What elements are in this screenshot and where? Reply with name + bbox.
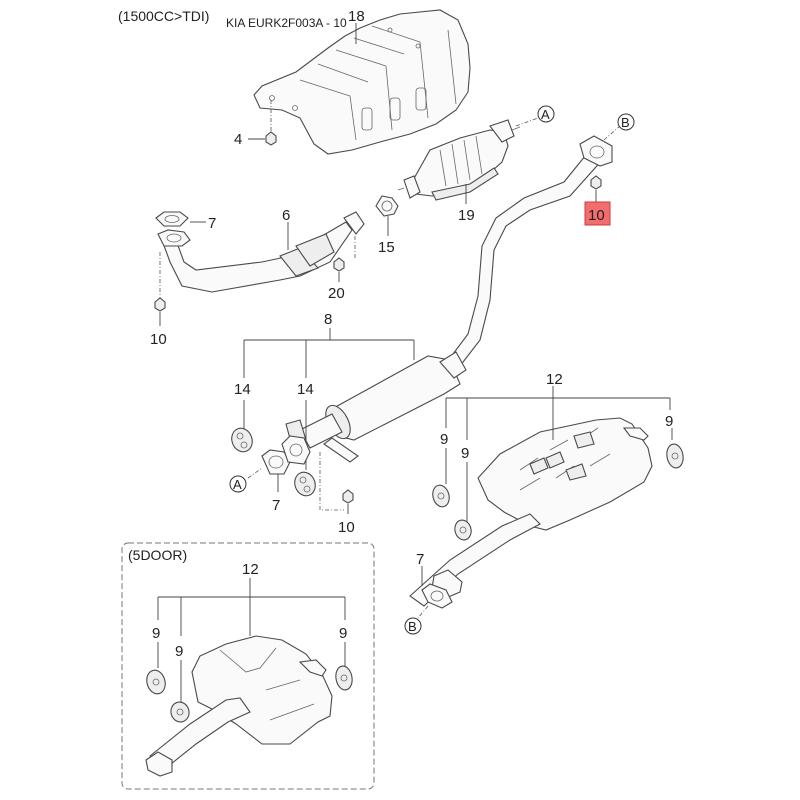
ref-b-rear[interactable]: B	[408, 619, 417, 634]
callout-7-center[interactable]: 7	[272, 497, 280, 514]
hanger-9-rear-a[interactable]	[430, 483, 451, 508]
inset-bracket	[157, 578, 346, 702]
diagram-code: KIA EURK2F003A - 10	[226, 16, 347, 30]
variant-label: (1500CC>TDI)	[118, 8, 209, 24]
nut-4[interactable]	[265, 131, 277, 146]
ref-a-center[interactable]: A	[233, 477, 242, 492]
callout-9-rear-a[interactable]: 9	[440, 431, 448, 448]
dash-10-center	[319, 452, 344, 511]
inset-frame-5door	[121, 542, 375, 790]
inset-label: (5DOOR)	[128, 547, 187, 563]
ref-b-top[interactable]: B	[621, 115, 630, 130]
inset-hanger-9-a[interactable]	[144, 668, 168, 696]
callout-19[interactable]: 19	[458, 207, 475, 224]
gasket-7-front[interactable]	[155, 211, 189, 227]
callout-10-highlighted[interactable]: 10	[588, 207, 605, 224]
callout-7-front[interactable]: 7	[208, 215, 216, 232]
inset-muffler[interactable]	[145, 635, 333, 777]
callout-15[interactable]: 15	[378, 239, 395, 256]
gasket-15[interactable]	[375, 195, 399, 217]
highlight-box	[584, 201, 611, 226]
dash-a-top	[515, 117, 539, 127]
inset-callout-9-b[interactable]: 9	[175, 643, 183, 660]
callout-10-left[interactable]: 10	[150, 331, 167, 348]
hanger-14-b[interactable]	[291, 469, 318, 498]
hanger-9-rear-c[interactable]	[665, 443, 685, 469]
inset-callout-12[interactable]: 12	[242, 561, 259, 578]
callout-12[interactable]: 12	[546, 371, 563, 388]
gasket-7-rear[interactable]	[421, 583, 453, 609]
dash-b-top	[603, 125, 621, 141]
catalytic-converter[interactable]	[397, 119, 521, 201]
callout-9-rear-b[interactable]: 9	[461, 445, 469, 462]
gasket-7-center[interactable]	[261, 449, 291, 475]
ref-a-center-circle	[229, 475, 247, 493]
nut-10-highlighted[interactable]	[590, 175, 602, 190]
intermediate-pipe[interactable]	[449, 135, 613, 367]
dash-b-rear	[417, 605, 429, 619]
inset-callout-9-c[interactable]: 9	[339, 625, 347, 642]
front-pipe[interactable]	[157, 211, 365, 293]
ref-b-rear-circle	[404, 617, 422, 635]
bracket-rear	[445, 386, 673, 522]
inset-callout-9-a[interactable]: 9	[152, 625, 160, 642]
inset-hanger-9-c[interactable]	[334, 665, 354, 691]
flange-center	[281, 435, 311, 465]
callout-10-center[interactable]: 10	[338, 519, 355, 536]
nut-10-center[interactable]	[342, 489, 354, 504]
center-muffler[interactable]	[285, 351, 467, 463]
callout-7-rear[interactable]: 7	[416, 551, 424, 568]
callout-14-a[interactable]: 14	[234, 381, 251, 398]
callout-4[interactable]: 4	[234, 131, 242, 148]
rear-muffler[interactable]	[409, 417, 653, 607]
callout-9-rear-c[interactable]: 9	[665, 413, 673, 430]
callout-18[interactable]: 18	[348, 8, 365, 25]
callout-6[interactable]: 6	[282, 207, 290, 224]
ref-a-top[interactable]: A	[541, 107, 550, 122]
callout-14-b[interactable]: 14	[297, 381, 314, 398]
inset-hanger-9-b[interactable]	[169, 700, 192, 724]
callout-8[interactable]: 8	[324, 311, 332, 328]
callout-20[interactable]: 20	[328, 285, 345, 302]
hanger-14-a[interactable]	[228, 425, 255, 454]
dash-a-center	[247, 467, 263, 479]
hanger-9-rear-b[interactable]	[453, 518, 474, 541]
ref-a-top-circle	[537, 105, 555, 123]
nut-20[interactable]	[333, 257, 345, 272]
ref-b-top-circle	[617, 113, 635, 131]
nut-10-left[interactable]	[154, 297, 166, 312]
heat-shield[interactable]	[253, 9, 471, 155]
